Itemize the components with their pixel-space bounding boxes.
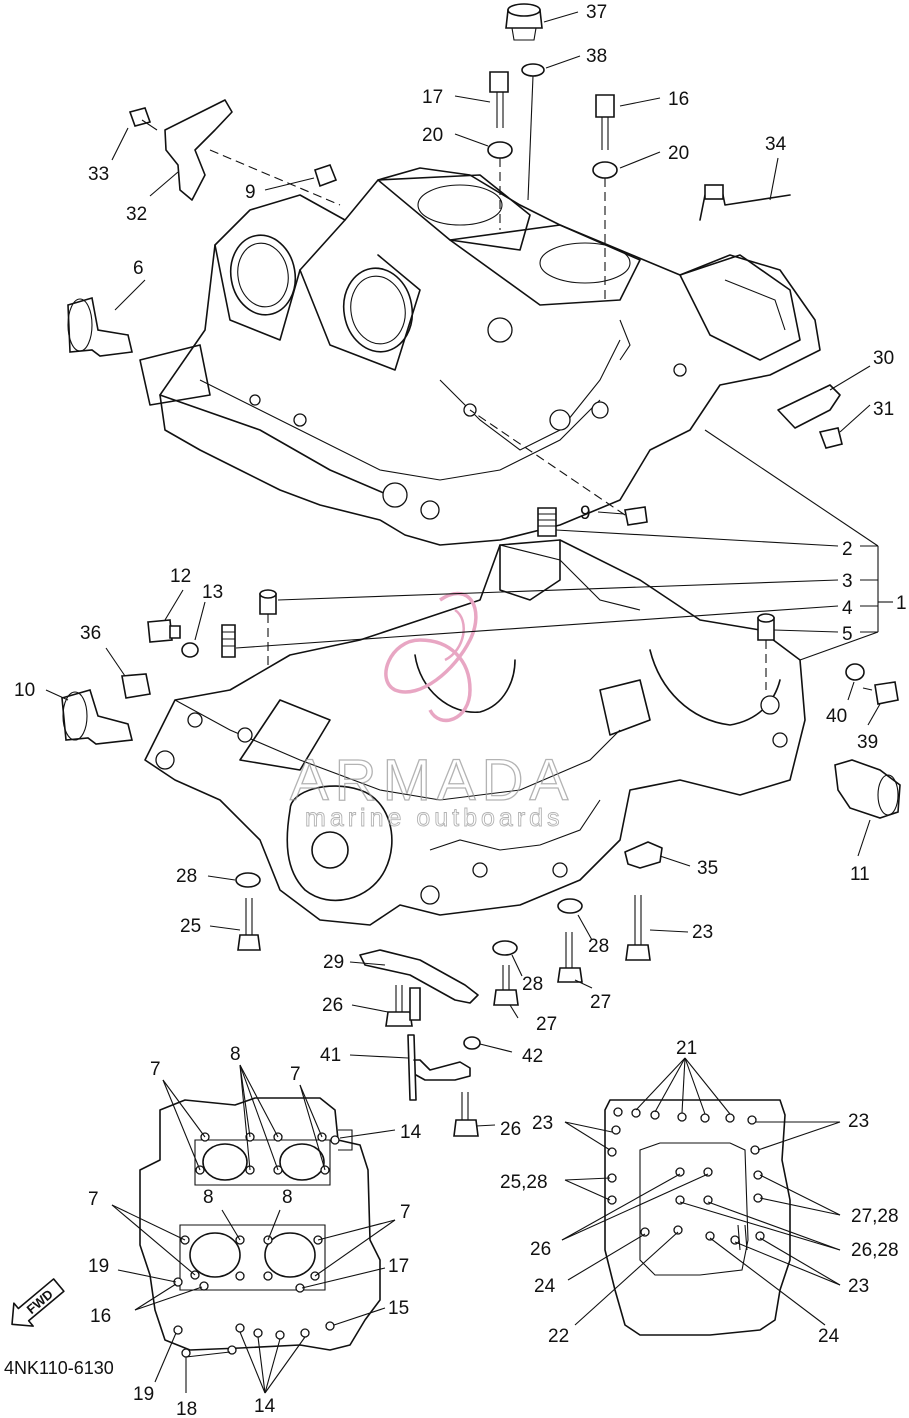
- cap-36: [121, 673, 151, 699]
- callout-9: 9: [245, 182, 256, 203]
- callout-3: 3: [842, 571, 853, 592]
- callout-8: 8: [282, 1187, 293, 1208]
- seal-6: [67, 296, 133, 357]
- leader-lines: [45, 11, 893, 1394]
- callout-34: 34: [765, 134, 787, 155]
- callout-26-28: 26,28: [851, 1240, 899, 1261]
- watermark-brand: ARMADA: [290, 748, 574, 813]
- callout-4: 4: [842, 598, 853, 619]
- callout-7: 7: [150, 1059, 161, 1080]
- callout-32: 32: [126, 204, 147, 225]
- callout-41: 41: [320, 1045, 341, 1066]
- lower-crankcase: [144, 539, 806, 926]
- callout-29: 29: [323, 952, 344, 973]
- callout-12: 12: [170, 566, 191, 587]
- callout-7: 7: [88, 1189, 99, 1210]
- callout-25-28: 25,28: [500, 1172, 548, 1193]
- callout-25: 25: [180, 916, 201, 937]
- upper-crankcase: [139, 167, 821, 546]
- callout-24: 24: [818, 1326, 840, 1347]
- loose-parts: [61, 3, 901, 1137]
- left-bolt-pattern: [139, 1097, 381, 1358]
- callout-19: 19: [88, 1256, 109, 1277]
- callout-2: 2: [842, 539, 853, 560]
- pipe-41: [407, 1034, 417, 1101]
- callout-7: 7: [290, 1064, 301, 1085]
- callout-6: 6: [133, 258, 144, 279]
- callout-24: 24: [534, 1276, 556, 1297]
- callout-27-28: 27,28: [851, 1206, 899, 1227]
- callout-20: 20: [422, 125, 443, 146]
- callout-31: 31: [873, 399, 894, 420]
- callout-10: 10: [14, 680, 35, 701]
- diagram-code: 4NK110-6130: [4, 1358, 114, 1378]
- o-ring-38: [521, 63, 545, 77]
- callout-14: 14: [400, 1122, 422, 1143]
- callout-26: 26: [322, 995, 343, 1016]
- callout-5: 5: [842, 624, 853, 645]
- callout-1: 1: [896, 593, 907, 614]
- callout-8: 8: [230, 1044, 241, 1065]
- callout-37: 37: [586, 2, 607, 23]
- callout-8: 8: [203, 1187, 214, 1208]
- callout-39: 39: [857, 732, 878, 753]
- callout-21: 21: [676, 1038, 697, 1059]
- callout-9: 9: [580, 503, 591, 524]
- callout-26: 26: [530, 1239, 551, 1260]
- callout-35: 35: [697, 858, 718, 879]
- callout-33: 33: [88, 164, 109, 185]
- plug-12: [147, 619, 173, 643]
- clamp-35: [624, 841, 663, 869]
- callout-23: 23: [848, 1276, 869, 1297]
- washer-40: [845, 663, 865, 681]
- callout-labels: 37 38 17 16 20 20 34 33 32 9 6 30 31 9 2…: [14, 2, 907, 1418]
- callout-40: 40: [826, 706, 847, 727]
- callout-16: 16: [90, 1306, 111, 1327]
- callout-23: 23: [692, 922, 713, 943]
- callout-22: 22: [548, 1326, 569, 1347]
- callout-28: 28: [588, 936, 609, 957]
- plate-30: [777, 384, 841, 429]
- callout-17: 17: [422, 87, 443, 108]
- watermark-tagline: marine outboards: [305, 804, 564, 832]
- callout-28: 28: [522, 974, 543, 995]
- callout-16: 16: [668, 89, 689, 110]
- callout-23: 23: [848, 1111, 869, 1132]
- callout-19: 19: [133, 1384, 154, 1405]
- callout-27: 27: [590, 992, 611, 1013]
- callout-17: 17: [388, 1256, 409, 1277]
- callout-38: 38: [586, 46, 607, 67]
- watermark-logo: ARMADA marine outboards: [289, 591, 574, 832]
- right-bolt-pattern: [604, 1099, 791, 1336]
- plate-29: [359, 949, 479, 1004]
- callout-20: 20: [668, 143, 689, 164]
- seal-10: [61, 689, 133, 745]
- callout-23: 23: [532, 1113, 553, 1134]
- callout-18: 18: [176, 1399, 197, 1418]
- plate-32: [164, 99, 233, 201]
- callout-14: 14: [254, 1396, 276, 1417]
- callout-7: 7: [400, 1202, 411, 1223]
- callout-42: 42: [522, 1046, 543, 1067]
- callout-36: 36: [80, 623, 101, 644]
- callout-26: 26: [500, 1119, 521, 1140]
- callout-11: 11: [850, 864, 870, 885]
- callout-13: 13: [202, 582, 223, 603]
- cap-11: [834, 759, 901, 819]
- callout-27: 27: [536, 1014, 557, 1035]
- callout-28: 28: [176, 866, 197, 887]
- callout-30: 30: [873, 348, 894, 369]
- callout-15: 15: [388, 1298, 409, 1319]
- fwd-arrow: FWD: [11, 1278, 65, 1327]
